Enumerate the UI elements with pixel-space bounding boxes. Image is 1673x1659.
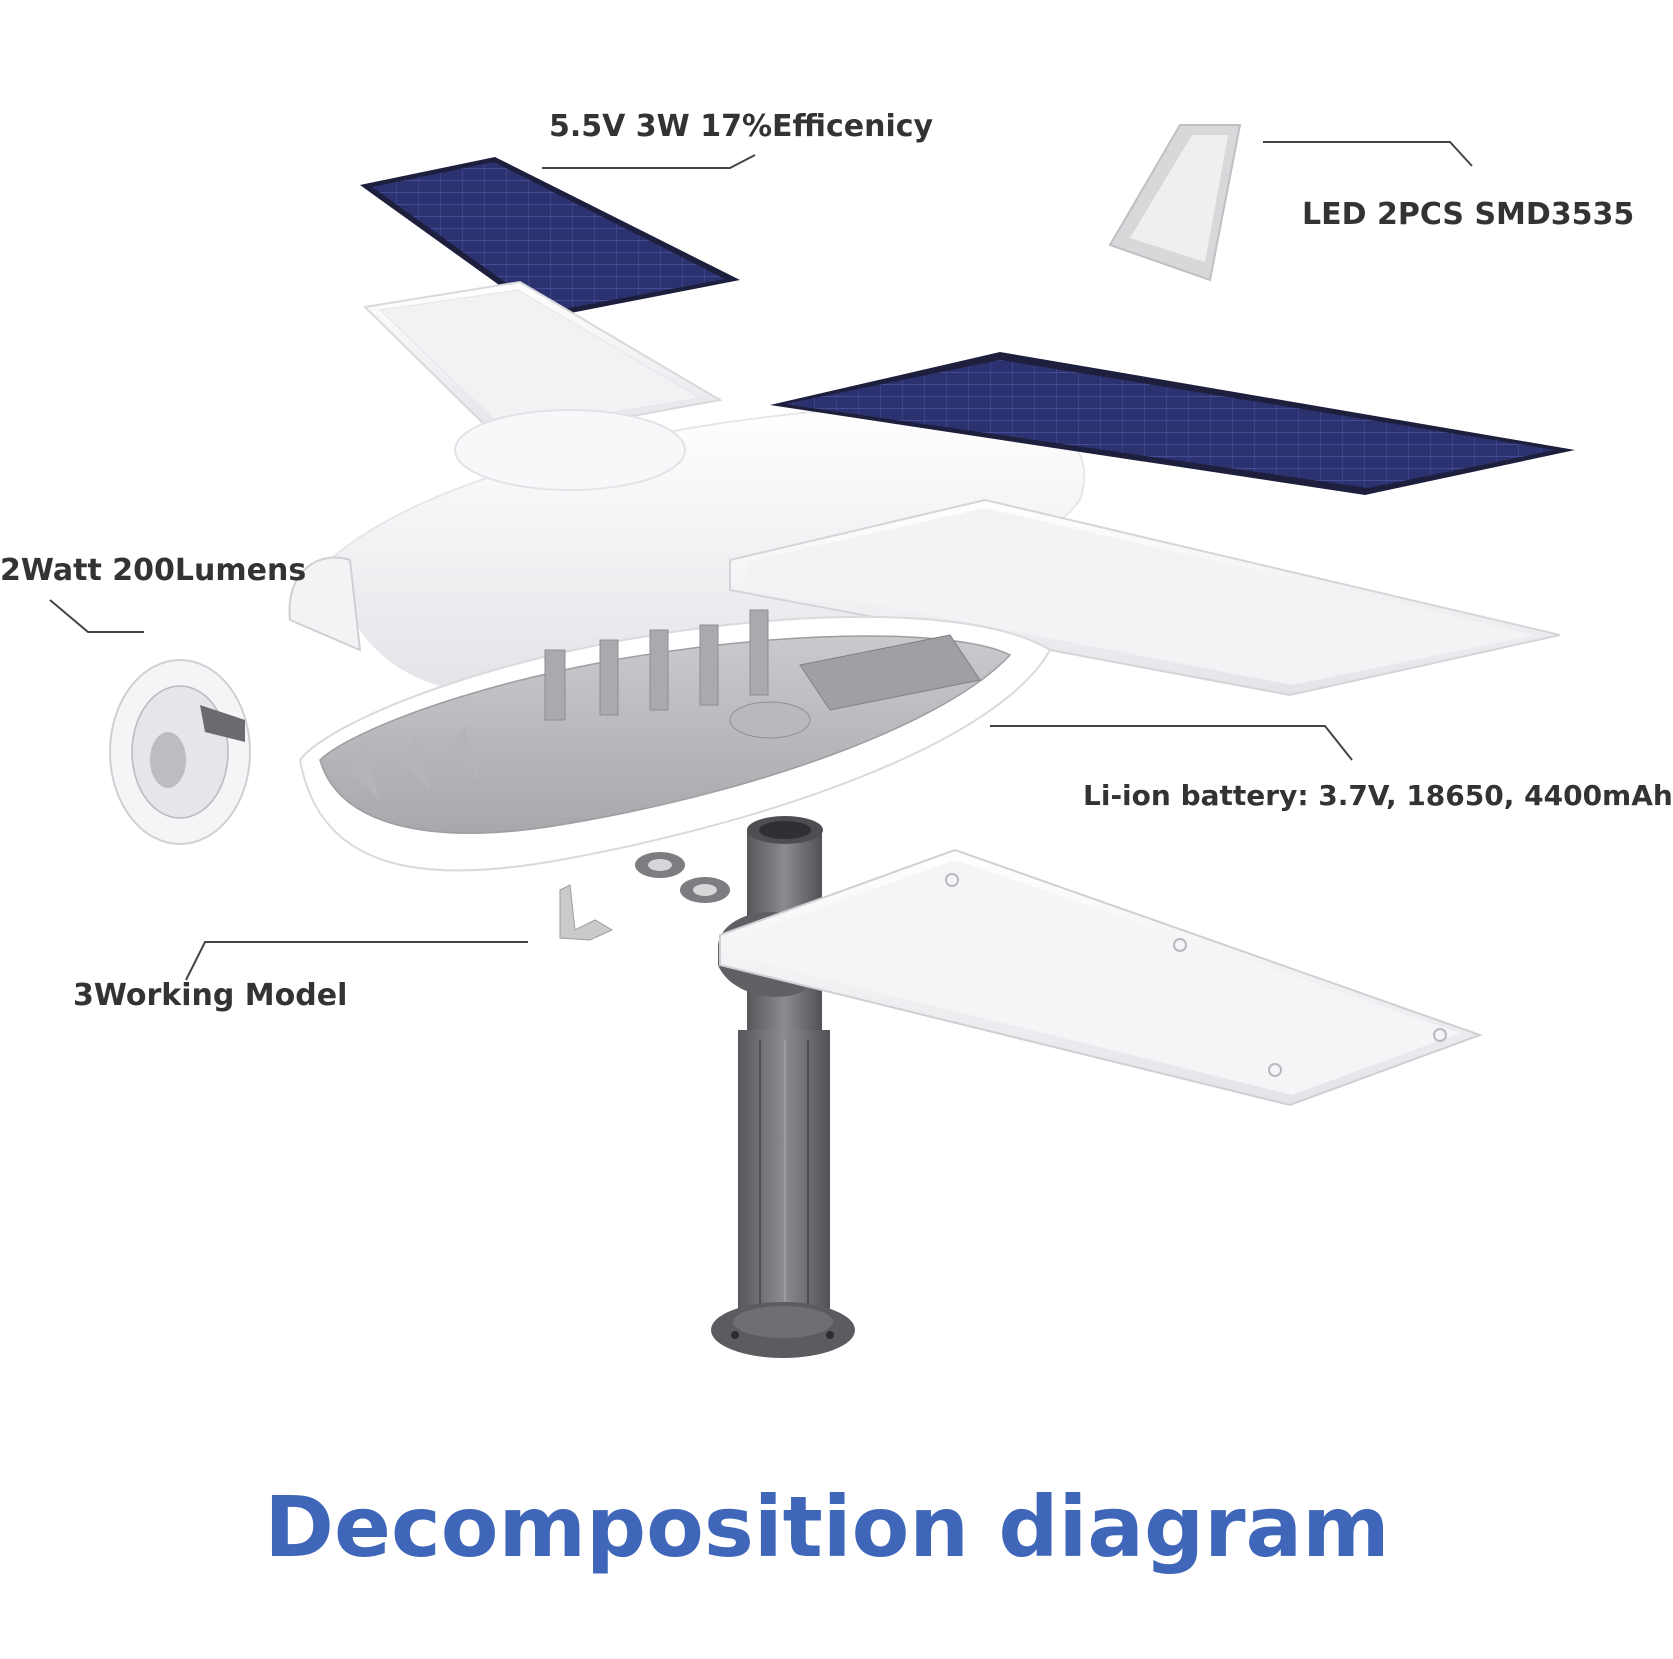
callout-lines (49, 141, 1473, 981)
led-spec-label: LED 2PCS SMD3535 (1302, 197, 1635, 232)
solar-panel-spec-label: 5.5V 3W 17%Efficenicy (549, 109, 934, 144)
page-title: Decomposition diagram (264, 1478, 1390, 1576)
callout-line-lumens (49, 599, 144, 633)
led-lens (1108, 124, 1242, 282)
grommets-and-switch (559, 852, 730, 941)
working-model-label: 3Working Model (73, 978, 348, 1013)
callout-line-model (185, 941, 528, 981)
callout-line-battery (990, 725, 1353, 761)
lumens-spec-label: 2Watt 200Lumens (0, 553, 307, 588)
callout-line-led (1263, 141, 1473, 167)
lamp-housing (288, 403, 1086, 695)
large-panel-tray (729, 498, 1561, 697)
led-lamp-module (109, 659, 251, 845)
large-solar-panel (770, 352, 1575, 495)
bottom-plate (719, 848, 1483, 1107)
battery-spec-label: Li-ion battery: 3.7V, 18650, 4400mAh (1083, 779, 1673, 812)
small-panel-tray (362, 280, 723, 442)
bottom-shell (298, 609, 1052, 872)
small-solar-panel (360, 157, 740, 318)
callout-line-solar-panel (542, 154, 756, 169)
